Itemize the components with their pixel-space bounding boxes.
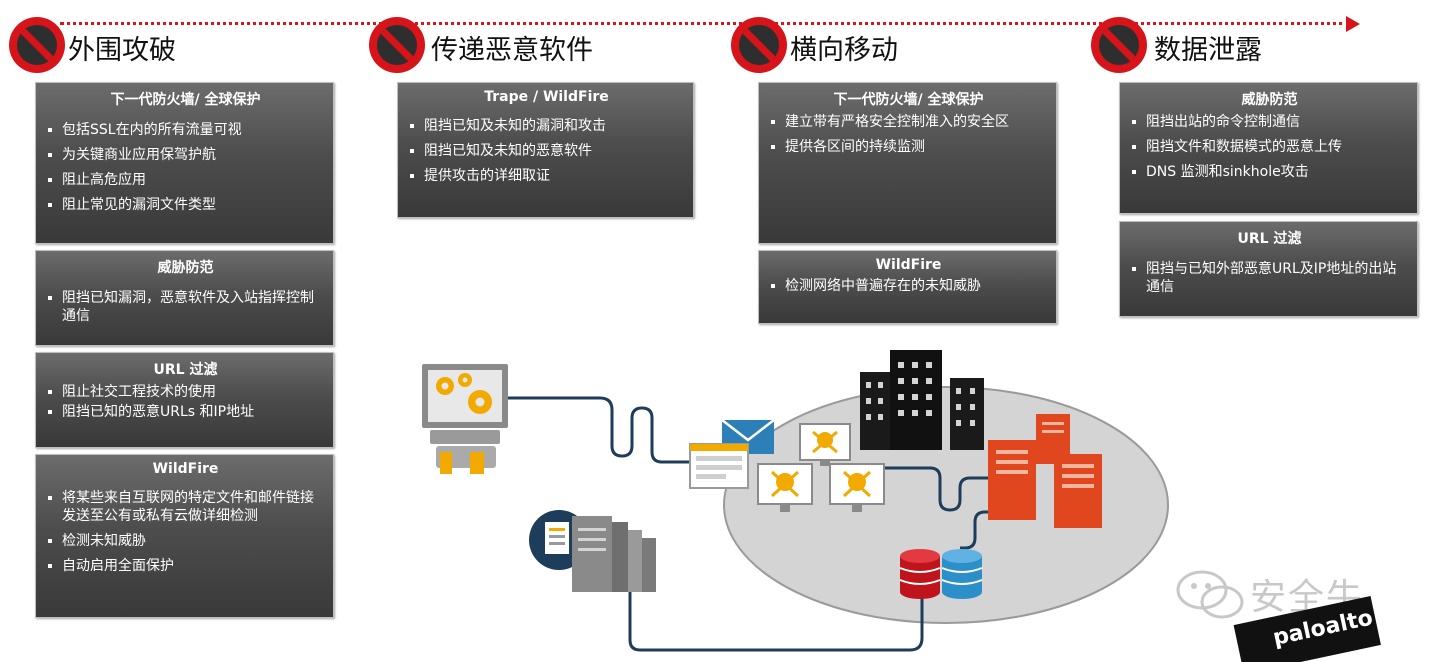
wildfire-box-col1: WildFire 将某些来自互联网的特定文件和邮件链接发送至公有或私有云做详细检… — [35, 454, 334, 618]
url-filtering-box-col4: URL 过滤 阻挡与已知外部恶意URL及IP地址的出站通信 — [1119, 221, 1418, 317]
box-title: WildFire — [875, 257, 942, 273]
cable-servers-to-db — [628, 590, 924, 652]
box-title: WildFire — [152, 461, 219, 477]
traps-wildfire-box: Trape / WildFire 阻挡已知及未知的漏洞和攻击 阻挡已知及未知的恶… — [397, 82, 694, 218]
list-item: 提供各区间的持续监测 — [771, 138, 1046, 156]
list-item: 建立带有严格安全控制准入的安全区 — [771, 113, 1046, 131]
list-item: 阻挡出站的命令控制通信 — [1132, 113, 1407, 131]
no-entry-icon — [369, 17, 425, 73]
list-item: 将某些来自互联网的特定文件和邮件链接发送至公有或私有云做详细检测 — [48, 489, 323, 525]
box-title: URL 过滤 — [153, 362, 218, 378]
wildfire-box-col3: WildFire 检测网络中普遍存在的未知威胁 — [758, 250, 1057, 324]
list-item: 阻挡已知及未知的恶意软件 — [410, 142, 683, 160]
list-item: 包括SSL在内的所有流量可视 — [48, 121, 323, 139]
list-item: 阻挡已知的恶意URLs 和IP地址 — [48, 403, 323, 421]
skull-monitor-icon — [829, 463, 885, 512]
no-entry-icon — [1091, 17, 1147, 73]
no-entry-icon — [731, 17, 787, 73]
stage-title-3: 横向移动 — [790, 35, 898, 66]
list-item: 检测未知威胁 — [48, 532, 323, 550]
threat-prevention-box-col4: 威胁防范 阻挡出站的命令控制通信 阻挡文件和数据模式的恶意上传 DNS 监测和s… — [1119, 82, 1418, 214]
database-icon — [899, 549, 941, 599]
list-item: 阻挡已知及未知的漏洞和攻击 — [410, 117, 683, 135]
list-item: 自动启用全面保护 — [48, 557, 323, 575]
wechat-icon — [1176, 570, 1244, 619]
no-entry-icon — [9, 17, 65, 73]
database-icon — [941, 549, 983, 599]
list-item: 阻挡文件和数据模式的恶意上传 — [1132, 138, 1407, 156]
box-title: 下一代防火墙/ 全球保护 — [110, 92, 261, 108]
list-item: 阻止社交工程技术的使用 — [48, 383, 323, 401]
building-icon — [860, 350, 984, 450]
cable-attacker-to-email — [505, 396, 690, 464]
box-title: 下一代防火墙/ 全球保护 — [833, 92, 984, 108]
timeline-arrow-line — [60, 22, 1350, 25]
server-icon — [572, 516, 656, 592]
cable-db-to-servers — [960, 510, 1000, 550]
ngfw-box-col1: 下一代防火墙/ 全球保护 包括SSL在内的所有流量可视 为关键商业应用保驾护航 … — [35, 82, 334, 244]
list-item: 提供攻击的详细取证 — [410, 167, 683, 185]
list-item: 阻挡已知漏洞，恶意软件及入站指挥控制通信 — [48, 289, 323, 325]
server-icon — [988, 440, 1036, 520]
box-title: 威胁防范 — [157, 260, 214, 276]
box-title: URL 过滤 — [1237, 231, 1302, 247]
stage-title-4: 数据泄露 — [1154, 35, 1262, 66]
stage-title-1: 外围攻破 — [68, 35, 176, 66]
list-item: 阻止常见的漏洞文件类型 — [48, 196, 323, 214]
webpage-icon — [689, 443, 749, 489]
server-icon — [1054, 454, 1102, 528]
skull-monitor-icon — [757, 463, 813, 512]
skull-monitor-icon — [799, 423, 851, 466]
list-item: 阻止高危应用 — [48, 171, 323, 189]
computer-gears-icon — [422, 364, 508, 474]
list-item: 阻挡与已知外部恶意URL及IP地址的出站通信 — [1132, 260, 1407, 296]
ngfw-box-col3: 下一代防火墙/ 全球保护 建立带有严格安全控制准入的安全区 提供各区间的持续监测 — [758, 82, 1057, 244]
box-title: 威胁防范 — [1241, 92, 1298, 108]
url-filtering-box-col1: URL 过滤 阻止社交工程技术的使用 阻挡已知的恶意URLs 和IP地址 — [35, 352, 334, 448]
list-item: 检测网络中普遍存在的未知威胁 — [771, 277, 1046, 295]
timeline-arrow-head — [1346, 16, 1360, 32]
box-title: Trape / WildFire — [484, 89, 609, 105]
threat-prevention-box-col1: 威胁防范 阻挡已知漏洞，恶意软件及入站指挥控制通信 — [35, 250, 334, 346]
stage-title-2: 传递恶意软件 — [431, 35, 593, 66]
list-item: DNS 监测和sinkhole攻击 — [1132, 163, 1407, 181]
cable-clients-to-servers — [880, 466, 990, 512]
list-item: 为关键商业应用保驾护航 — [48, 146, 323, 164]
